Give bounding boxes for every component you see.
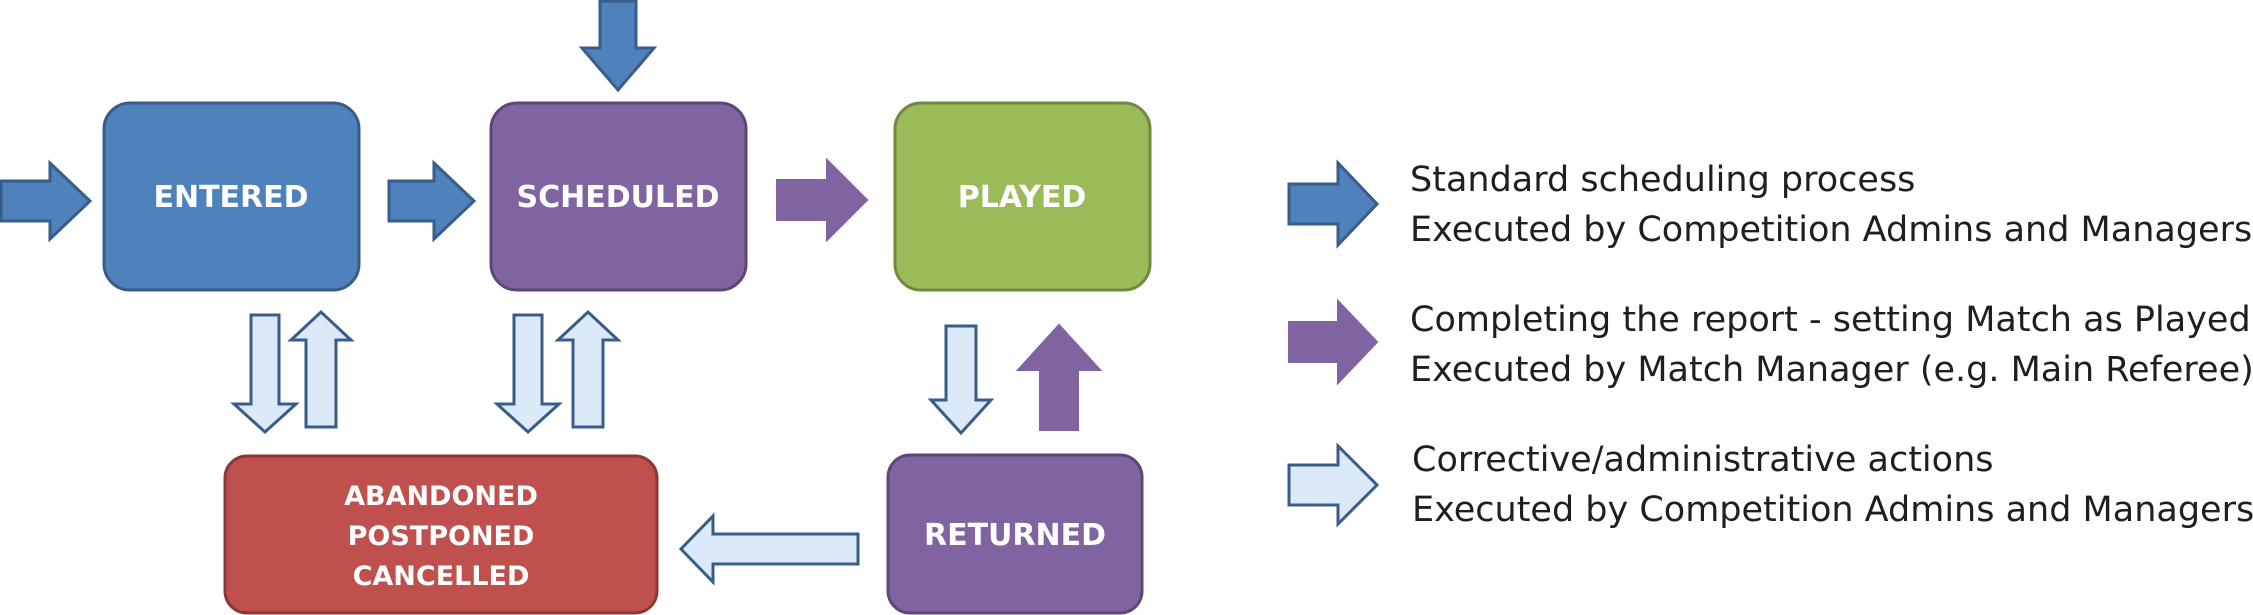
state-cancelled-label: CANCELLED: [353, 561, 530, 592]
legend: Standard scheduling process Executed by …: [1287, 159, 2253, 530]
state-abandoned-postponed-cancelled: ABANDONED POSTPONED CANCELLED: [223, 454, 659, 615]
state-abandoned-label: ABANDONED: [344, 481, 538, 512]
state-returned-box: [886, 453, 1144, 615]
legend-report-line2: Executed by Match Manager (e.g. Main Ref…: [1410, 350, 2253, 390]
state-entered-box: [102, 101, 361, 292]
state-abandoned-box: [223, 454, 659, 615]
corrective-arrow-played-to-returned: [927, 324, 995, 436]
state-scheduled: SCHEDULED: [489, 101, 748, 292]
state-scheduled-box: [489, 101, 748, 292]
corrective-arrow-abandoned-to-entered: [287, 309, 355, 429]
legend-corrective-line2: Executed by Competition Admins and Manag…: [1412, 490, 2253, 530]
legend-standard-line2: Executed by Competition Admins and Manag…: [1410, 210, 2252, 250]
legend-report-arrow-icon: [1288, 298, 1379, 386]
corrective-arrow-entered-to-abandoned: [230, 313, 300, 435]
state-played-box: [893, 101, 1152, 292]
report-arrow-scheduled-to-played: [776, 157, 869, 243]
legend-corrective-arrow-icon: [1287, 442, 1380, 528]
state-postponed-label: POSTPONED: [348, 521, 535, 552]
corrective-arrow-returned-to-abandoned: [678, 512, 860, 586]
standard-arrow-entered-to-scheduled: [387, 159, 477, 243]
corrective-arrow-scheduled-to-abandoned: [493, 313, 563, 435]
state-scheduled-label: SCHEDULED: [517, 180, 720, 215]
legend-item-report: Completing the report - setting Match as…: [1288, 298, 2253, 390]
standard-arrow-into-entered: [0, 159, 93, 243]
state-returned-label: RETURNED: [924, 518, 1106, 553]
report-arrow-returned-to-played: [1015, 323, 1103, 431]
legend-report-line1: Completing the report - setting Match as…: [1410, 300, 2251, 340]
state-entered-label: ENTERED: [153, 180, 308, 215]
standard-arrow-into-scheduled: [578, 0, 658, 93]
legend-corrective-line1: Corrective/administrative actions: [1412, 440, 1993, 480]
state-played: PLAYED: [893, 101, 1152, 292]
state-returned: RETURNED: [886, 453, 1144, 615]
corrective-arrow-abandoned-to-scheduled: [554, 309, 622, 429]
legend-standard-arrow-icon: [1287, 159, 1380, 249]
legend-standard-line1: Standard scheduling process: [1410, 160, 1915, 200]
legend-item-corrective: Corrective/administrative actions Execut…: [1287, 440, 2253, 530]
legend-item-standard: Standard scheduling process Executed by …: [1287, 159, 2252, 250]
state-played-label: PLAYED: [958, 180, 1087, 215]
state-entered: ENTERED: [102, 101, 361, 292]
